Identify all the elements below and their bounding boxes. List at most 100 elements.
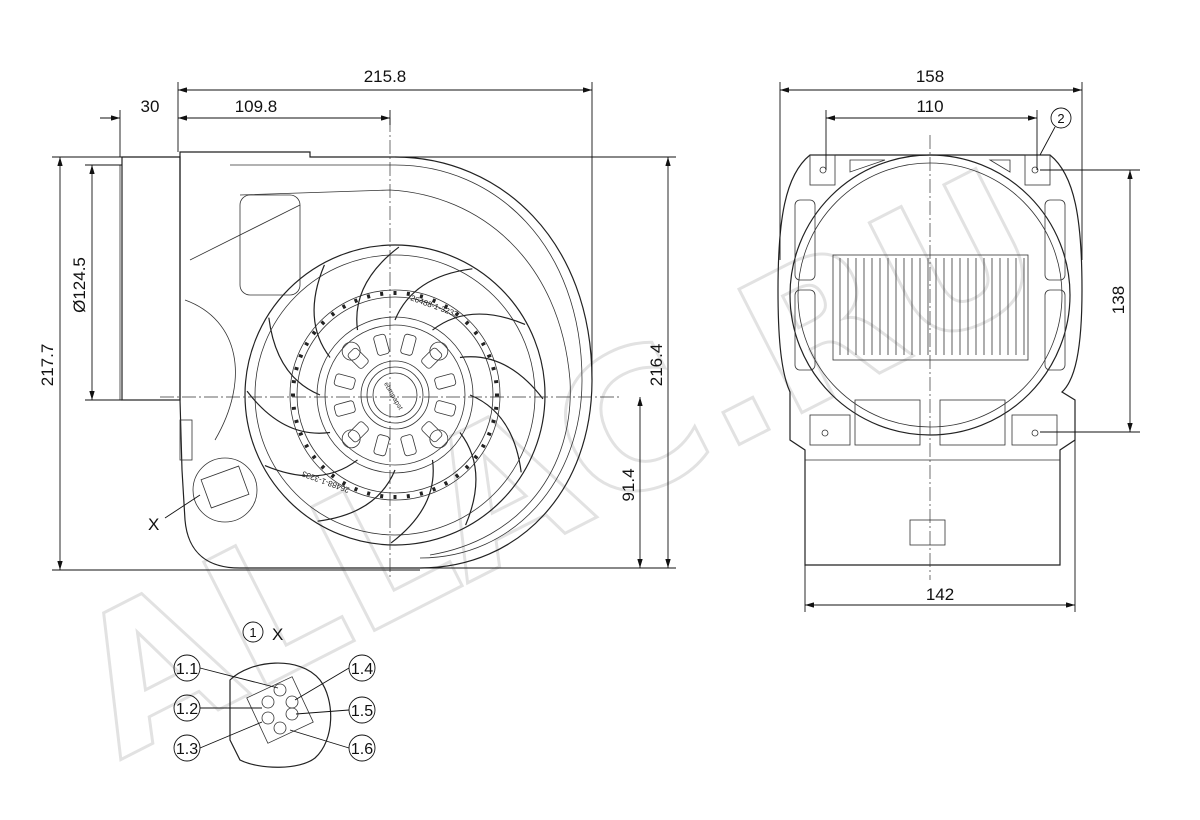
hub-slot xyxy=(373,434,390,457)
hub-slot xyxy=(434,400,457,417)
rotor-tick xyxy=(464,464,470,470)
pin-label: 1.6 xyxy=(351,741,373,758)
scroll-housing xyxy=(179,151,593,569)
dim-overall-height: 217.7 xyxy=(38,344,57,387)
pin-balloon xyxy=(348,696,376,724)
hub-slot xyxy=(373,333,390,356)
rotor-blade xyxy=(390,459,434,544)
housing-rib xyxy=(184,299,236,441)
dim-mount-height: 138 xyxy=(1109,286,1128,314)
impeller xyxy=(832,254,1029,361)
pin-leader-line xyxy=(199,667,279,689)
rotor-tick xyxy=(291,379,297,384)
hub-slot xyxy=(333,400,356,417)
impeller-blades xyxy=(839,258,1025,355)
rotor-blade xyxy=(459,432,477,526)
housing-rib xyxy=(189,204,301,261)
pin-balloon xyxy=(173,734,201,762)
pin xyxy=(261,695,275,709)
pin xyxy=(261,711,275,725)
connector-pins xyxy=(246,676,314,744)
side-view: 158 110 138 142 2 xyxy=(777,67,1140,612)
dim-mount-spacing: 110 xyxy=(916,97,943,116)
housing-inner-contour xyxy=(239,189,571,556)
rotor-blade xyxy=(432,313,526,331)
pin-leader-line xyxy=(199,721,263,749)
rotor-tick xyxy=(353,486,359,492)
connector-housing xyxy=(229,662,332,768)
rotor-blade xyxy=(268,317,321,396)
pin-leader-line xyxy=(289,729,350,749)
pin-balloon xyxy=(348,654,376,682)
connector-x xyxy=(192,457,258,523)
rotor-tick xyxy=(443,304,449,310)
dim-motor-width: 142 xyxy=(926,585,954,604)
rotor-tick xyxy=(464,320,470,326)
dim-axis-height: 91.4 xyxy=(619,468,638,501)
hub-slot xyxy=(347,347,369,369)
hub-bolt xyxy=(429,429,449,449)
rotor-tick xyxy=(493,406,499,411)
hub-slot xyxy=(347,421,369,443)
pin-label: 1.5 xyxy=(351,703,373,720)
rotor-tick xyxy=(353,298,359,304)
rotor-tick xyxy=(320,320,326,326)
rotor-marking: 26488-1-3233 xyxy=(409,293,459,319)
rotor-tick xyxy=(491,419,496,424)
pin-label: 1.1 xyxy=(176,661,198,678)
hub-slot xyxy=(434,373,457,390)
dim-housing-height: 216.4 xyxy=(647,344,666,387)
detail-title: X xyxy=(272,625,283,644)
rotor-tick xyxy=(366,491,371,496)
inlet-ring xyxy=(121,156,181,401)
pin-label: 1.3 xyxy=(176,741,198,758)
rotor-tick xyxy=(379,493,384,499)
rotor-tick xyxy=(341,304,347,310)
rotor-tick xyxy=(480,341,486,347)
rotor-tick xyxy=(320,464,326,470)
rotor-tick xyxy=(486,353,492,359)
connector-leader-line xyxy=(164,494,201,519)
rotor-tick xyxy=(473,454,479,460)
rotor-tick xyxy=(473,330,479,336)
pin xyxy=(273,721,287,735)
rotor-tick xyxy=(291,406,297,411)
rotor-blade xyxy=(264,459,358,477)
rotor xyxy=(244,244,546,546)
dim-inlet-depth: 30 xyxy=(141,97,160,116)
housing-window xyxy=(239,194,301,296)
connector-detail: 1 X 1.11.21.31.41.51.6 xyxy=(173,621,376,768)
dim-overall-width: 215.8 xyxy=(364,67,407,86)
rotor-blade xyxy=(469,394,522,473)
rotor-tick xyxy=(454,473,460,479)
rotor-tick xyxy=(419,294,424,299)
pin-label: 1.2 xyxy=(176,701,198,718)
rotor-blade xyxy=(356,246,400,331)
rotor-tick xyxy=(419,491,424,496)
side-housing-details xyxy=(794,154,1066,546)
rotor-tick xyxy=(480,443,486,449)
hub-slot xyxy=(400,333,417,356)
front-view: ebmpapst 26488-1-3233 26488-1-3233 X 215… xyxy=(38,67,676,580)
rotor-tick xyxy=(406,493,411,499)
connector-callout-label: X xyxy=(148,515,159,534)
dim-side-width: 158 xyxy=(916,67,944,86)
rotor-blade xyxy=(459,356,544,400)
dim-axis-offset: 109.8 xyxy=(235,97,278,116)
balloon-2: 2 xyxy=(1057,111,1064,126)
pin-leader-line xyxy=(295,709,350,715)
balloon-1-circle xyxy=(242,621,264,643)
hub-bolt xyxy=(429,341,449,361)
rotor-tick xyxy=(341,480,347,486)
rotor-tick xyxy=(294,419,299,424)
rotor-tick xyxy=(298,353,304,359)
hub-bolt xyxy=(341,429,361,449)
hub-slot xyxy=(400,434,417,457)
rotor-tick xyxy=(431,298,437,304)
rotor-tick xyxy=(406,291,411,297)
rotor-tick xyxy=(493,379,499,384)
side-housing-outline xyxy=(777,154,1083,566)
hub-slot xyxy=(421,421,443,443)
rotor-blade xyxy=(394,268,473,321)
